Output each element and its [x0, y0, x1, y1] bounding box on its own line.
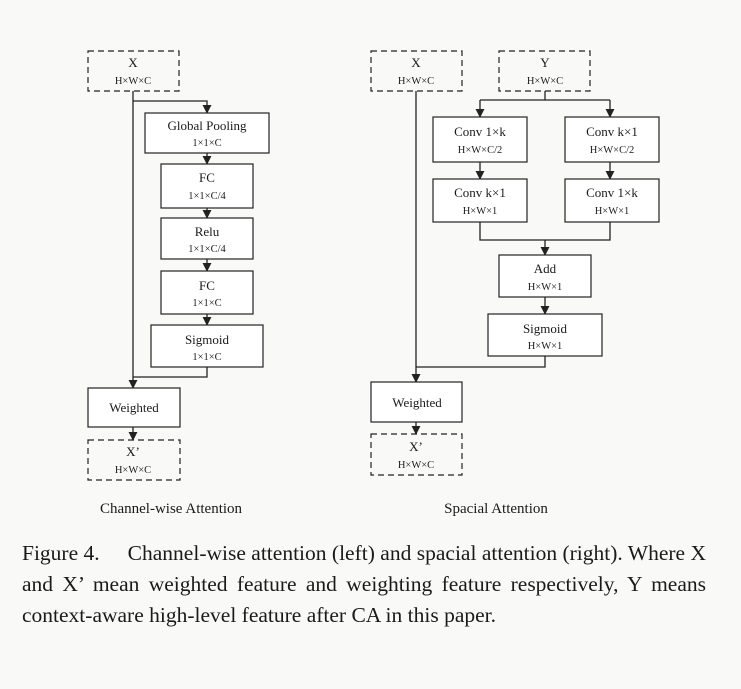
svg-text:1×1×C/4: 1×1×C/4 — [188, 191, 226, 202]
svg-text:1×1×C/4: 1×1×C/4 — [188, 244, 226, 255]
spatial-output-x-prime: X’ H×W×C — [370, 433, 463, 476]
svg-text:Sigmoid: Sigmoid — [523, 321, 568, 336]
svg-text:FC: FC — [199, 170, 215, 185]
channel-relu-block: Relu 1×1×C/4 — [160, 217, 254, 260]
svg-text:X: X — [411, 55, 421, 70]
spatial-attention-caption: Spacial Attention — [444, 501, 548, 517]
svg-text:Weighted: Weighted — [392, 395, 442, 410]
channel-weighted-block: Weighted — [87, 387, 181, 428]
figure-caption-text: Channel-wise attention (left) and spacia… — [22, 541, 707, 627]
spatial-add-block: Add H×W×1 — [498, 254, 592, 298]
svg-text:H×W×C: H×W×C — [115, 76, 151, 87]
spatial-conv-kx1-left-block: Conv k×1 H×W×1 — [432, 178, 528, 223]
svg-text:Add: Add — [534, 261, 557, 276]
svg-text:Global Pooling: Global Pooling — [167, 118, 247, 133]
svg-text:1×1×C: 1×1×C — [192, 138, 221, 149]
spatial-attention-diagram: X H×W×C Y H×W×C Conv 1×k H×W×C/2 Conv k×… — [370, 50, 660, 517]
channel-global-pooling-block: Global Pooling 1×1×C — [144, 112, 270, 154]
svg-text:H×W×C/2: H×W×C/2 — [590, 145, 635, 156]
svg-text:H×W×C: H×W×C — [398, 460, 434, 471]
figure-caption: Figure 4.Channel-wise attention (left) a… — [22, 538, 706, 631]
channel-fc2-block: FC 1×1×C — [160, 270, 254, 315]
svg-text:1×1×C: 1×1×C — [192, 352, 221, 363]
spatial-sigmoid-block: Sigmoid H×W×1 — [487, 313, 603, 357]
spatial-input-y: Y H×W×C — [498, 50, 591, 92]
channel-sigmoid-block: Sigmoid 1×1×C — [150, 324, 264, 368]
svg-text:H×W×C: H×W×C — [527, 76, 563, 87]
svg-text:Conv k×1: Conv k×1 — [454, 185, 506, 200]
svg-text:H×W×1: H×W×1 — [463, 206, 498, 217]
svg-text:H×W×C: H×W×C — [115, 465, 151, 476]
svg-text:Conv 1×k: Conv 1×k — [586, 185, 638, 200]
attention-diagram: X H×W×C Global Pooling 1×1×C FC 1×1×C/4 … — [87, 50, 660, 517]
channel-fc1-block: FC 1×1×C/4 — [160, 163, 254, 209]
channel-attention-caption: Channel-wise Attention — [100, 501, 243, 517]
svg-text:Relu: Relu — [195, 224, 220, 239]
svg-text:Y: Y — [540, 55, 550, 70]
svg-text:H×W×1: H×W×1 — [528, 341, 563, 352]
svg-text:Conv k×1: Conv k×1 — [586, 124, 638, 139]
svg-text:Sigmoid: Sigmoid — [185, 332, 230, 347]
spatial-conv-1xk-right-block: Conv 1×k H×W×1 — [564, 178, 660, 223]
svg-text:X’: X’ — [126, 444, 140, 459]
channel-input-x: X H×W×C — [87, 50, 180, 92]
svg-text:H×W×C/2: H×W×C/2 — [458, 145, 503, 156]
figure-number: Figure 4. — [22, 541, 100, 565]
svg-text:H×W×1: H×W×1 — [595, 206, 630, 217]
svg-text:FC: FC — [199, 278, 215, 293]
channel-attention-diagram: X H×W×C Global Pooling 1×1×C FC 1×1×C/4 … — [87, 50, 270, 517]
channel-output-x-prime: X’ H×W×C — [87, 439, 181, 481]
spatial-conv-kx1-right-block: Conv k×1 H×W×C/2 — [564, 116, 660, 163]
svg-text:X’: X’ — [409, 439, 423, 454]
spatial-input-x: X H×W×C — [370, 50, 463, 92]
svg-text:1×1×C: 1×1×C — [192, 298, 221, 309]
spatial-conv-1xk-left-block: Conv 1×k H×W×C/2 — [432, 116, 528, 163]
spatial-weighted-block: Weighted — [370, 381, 463, 423]
svg-text:Weighted: Weighted — [109, 400, 159, 415]
svg-text:Conv 1×k: Conv 1×k — [454, 124, 506, 139]
svg-text:H×W×1: H×W×1 — [528, 282, 563, 293]
svg-text:X: X — [128, 55, 138, 70]
svg-text:H×W×C: H×W×C — [398, 76, 434, 87]
